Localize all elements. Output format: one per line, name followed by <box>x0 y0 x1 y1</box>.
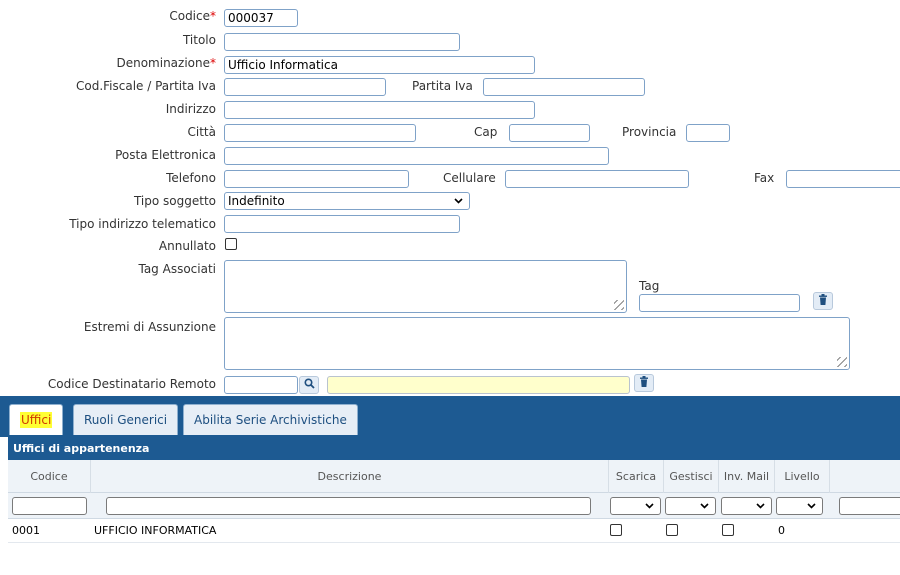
resize-grip-icon[interactable] <box>837 357 847 367</box>
cell-codice: 0001 <box>12 524 40 537</box>
search-icon <box>303 378 315 392</box>
filter-extra[interactable] <box>839 497 900 515</box>
scarica-checkbox[interactable] <box>610 524 622 536</box>
column-header-gestisci[interactable]: Gestisci <box>664 460 719 493</box>
label-provincia: Provincia <box>622 125 677 139</box>
tab-uffici[interactable]: Uffici <box>9 404 64 435</box>
telefono-field[interactable] <box>224 170 409 188</box>
trash-icon <box>818 294 828 308</box>
label-fax: Fax <box>754 171 775 185</box>
column-header-codice[interactable]: Codice <box>8 460 91 493</box>
tab-label: Uffici <box>20 412 53 428</box>
clear-destinatario-button[interactable] <box>634 374 654 392</box>
tab-label: Ruoli Generici <box>84 413 168 427</box>
column-header-descrizione[interactable]: Descrizione <box>91 460 609 493</box>
chevron-down-icon <box>645 498 654 520</box>
label-cod-fiscale: Cod.Fiscale / Partita Iva <box>76 79 216 93</box>
estremi-textarea[interactable] <box>224 317 850 370</box>
posta-elettronica-field[interactable] <box>224 147 609 165</box>
label-codice-destinatario: Codice Destinatario Remoto <box>47 377 216 391</box>
cell-descrizione: UFFICIO INFORMATICA <box>94 524 217 537</box>
filter-codice[interactable] <box>12 497 87 515</box>
cod-fiscale-field[interactable] <box>224 78 386 96</box>
column-header-livello[interactable]: Livello <box>775 460 830 493</box>
filter-gestisci-select[interactable] <box>665 497 716 515</box>
provincia-field[interactable] <box>686 124 730 142</box>
tipo-indirizzo-field[interactable] <box>224 215 460 233</box>
label-denominazione: Denominazione* <box>116 56 216 70</box>
label-cap: Cap <box>474 125 498 139</box>
annullato-checkbox[interactable] <box>225 238 237 250</box>
label-telefono: Telefono <box>166 171 216 185</box>
fax-field[interactable] <box>786 170 900 188</box>
tab-ruoli-generici[interactable]: Ruoli Generici <box>73 404 179 435</box>
label-titolo: Titolo <box>182 33 216 47</box>
filter-row <box>8 493 900 519</box>
cellulare-field[interactable] <box>505 170 689 188</box>
tab-abilita-serie-archivistiche[interactable]: Abilita Serie Archivistiche <box>183 404 358 435</box>
column-header-scarica[interactable]: Scarica <box>609 460 664 493</box>
label-codice: Codice* <box>169 9 216 23</box>
tag-associati-textarea[interactable] <box>224 260 627 313</box>
table-row[interactable]: 0001 UFFICIO INFORMATICA 0 <box>8 519 900 543</box>
indirizzo-field[interactable] <box>224 101 535 119</box>
label-tag: Tag <box>639 279 660 293</box>
delete-tag-button[interactable] <box>813 292 833 310</box>
label-tag-associati: Tag Associati <box>138 262 216 276</box>
label-tipo-soggetto: Tipo soggetto <box>133 194 216 208</box>
filter-scarica-select[interactable] <box>610 497 661 515</box>
citta-field[interactable] <box>224 124 416 142</box>
grid-header: Codice Descrizione Scarica Gestisci Inv.… <box>8 460 900 493</box>
label-partita-iva: Partita Iva <box>412 79 473 93</box>
label-annullato: Annullato <box>158 239 216 253</box>
required-mark: * <box>210 9 216 23</box>
grid-title: Uffici di appartenenza <box>8 437 900 460</box>
codice-field[interactable] <box>224 9 298 27</box>
cell-livello: 0 <box>778 524 785 537</box>
filter-livello-select[interactable] <box>776 497 823 515</box>
cap-field[interactable] <box>509 124 590 142</box>
chevron-down-icon <box>700 498 709 520</box>
required-mark: * <box>210 56 216 70</box>
resize-grip-icon[interactable] <box>614 300 624 310</box>
partita-iva-field[interactable] <box>483 78 645 96</box>
gestisci-checkbox[interactable] <box>666 524 678 536</box>
trash-icon <box>639 376 649 390</box>
chevron-down-icon <box>756 498 765 520</box>
denominazione-field[interactable] <box>224 56 535 74</box>
label-tipo-indirizzo: Tipo indirizzo telematico <box>69 217 216 231</box>
label-indirizzo: Indirizzo <box>165 102 216 116</box>
filter-inv-mail-select[interactable] <box>721 497 772 515</box>
label-posta-elettronica: Posta Elettronica <box>115 148 216 162</box>
column-header-inv-mail[interactable]: Inv. Mail <box>719 460 775 493</box>
titolo-field[interactable] <box>224 33 460 51</box>
tab-label: Abilita Serie Archivistiche <box>194 413 347 427</box>
search-button[interactable] <box>299 376 319 394</box>
codice-destinatario-descrizione <box>327 376 630 394</box>
label-estremi: Estremi di Assunzione <box>83 320 216 334</box>
label-citta: Città <box>187 125 216 139</box>
inv-mail-checkbox[interactable] <box>722 524 734 536</box>
tipo-soggetto-value: Indefinito <box>228 194 285 208</box>
label-cellulare: Cellulare <box>443 171 496 185</box>
tag-field[interactable] <box>639 294 800 312</box>
chevron-down-icon <box>454 193 463 215</box>
filter-descrizione[interactable] <box>106 497 591 515</box>
tipo-soggetto-select[interactable]: Indefinito <box>224 192 470 210</box>
chevron-down-icon <box>807 498 816 520</box>
codice-destinatario-field[interactable] <box>224 376 298 394</box>
